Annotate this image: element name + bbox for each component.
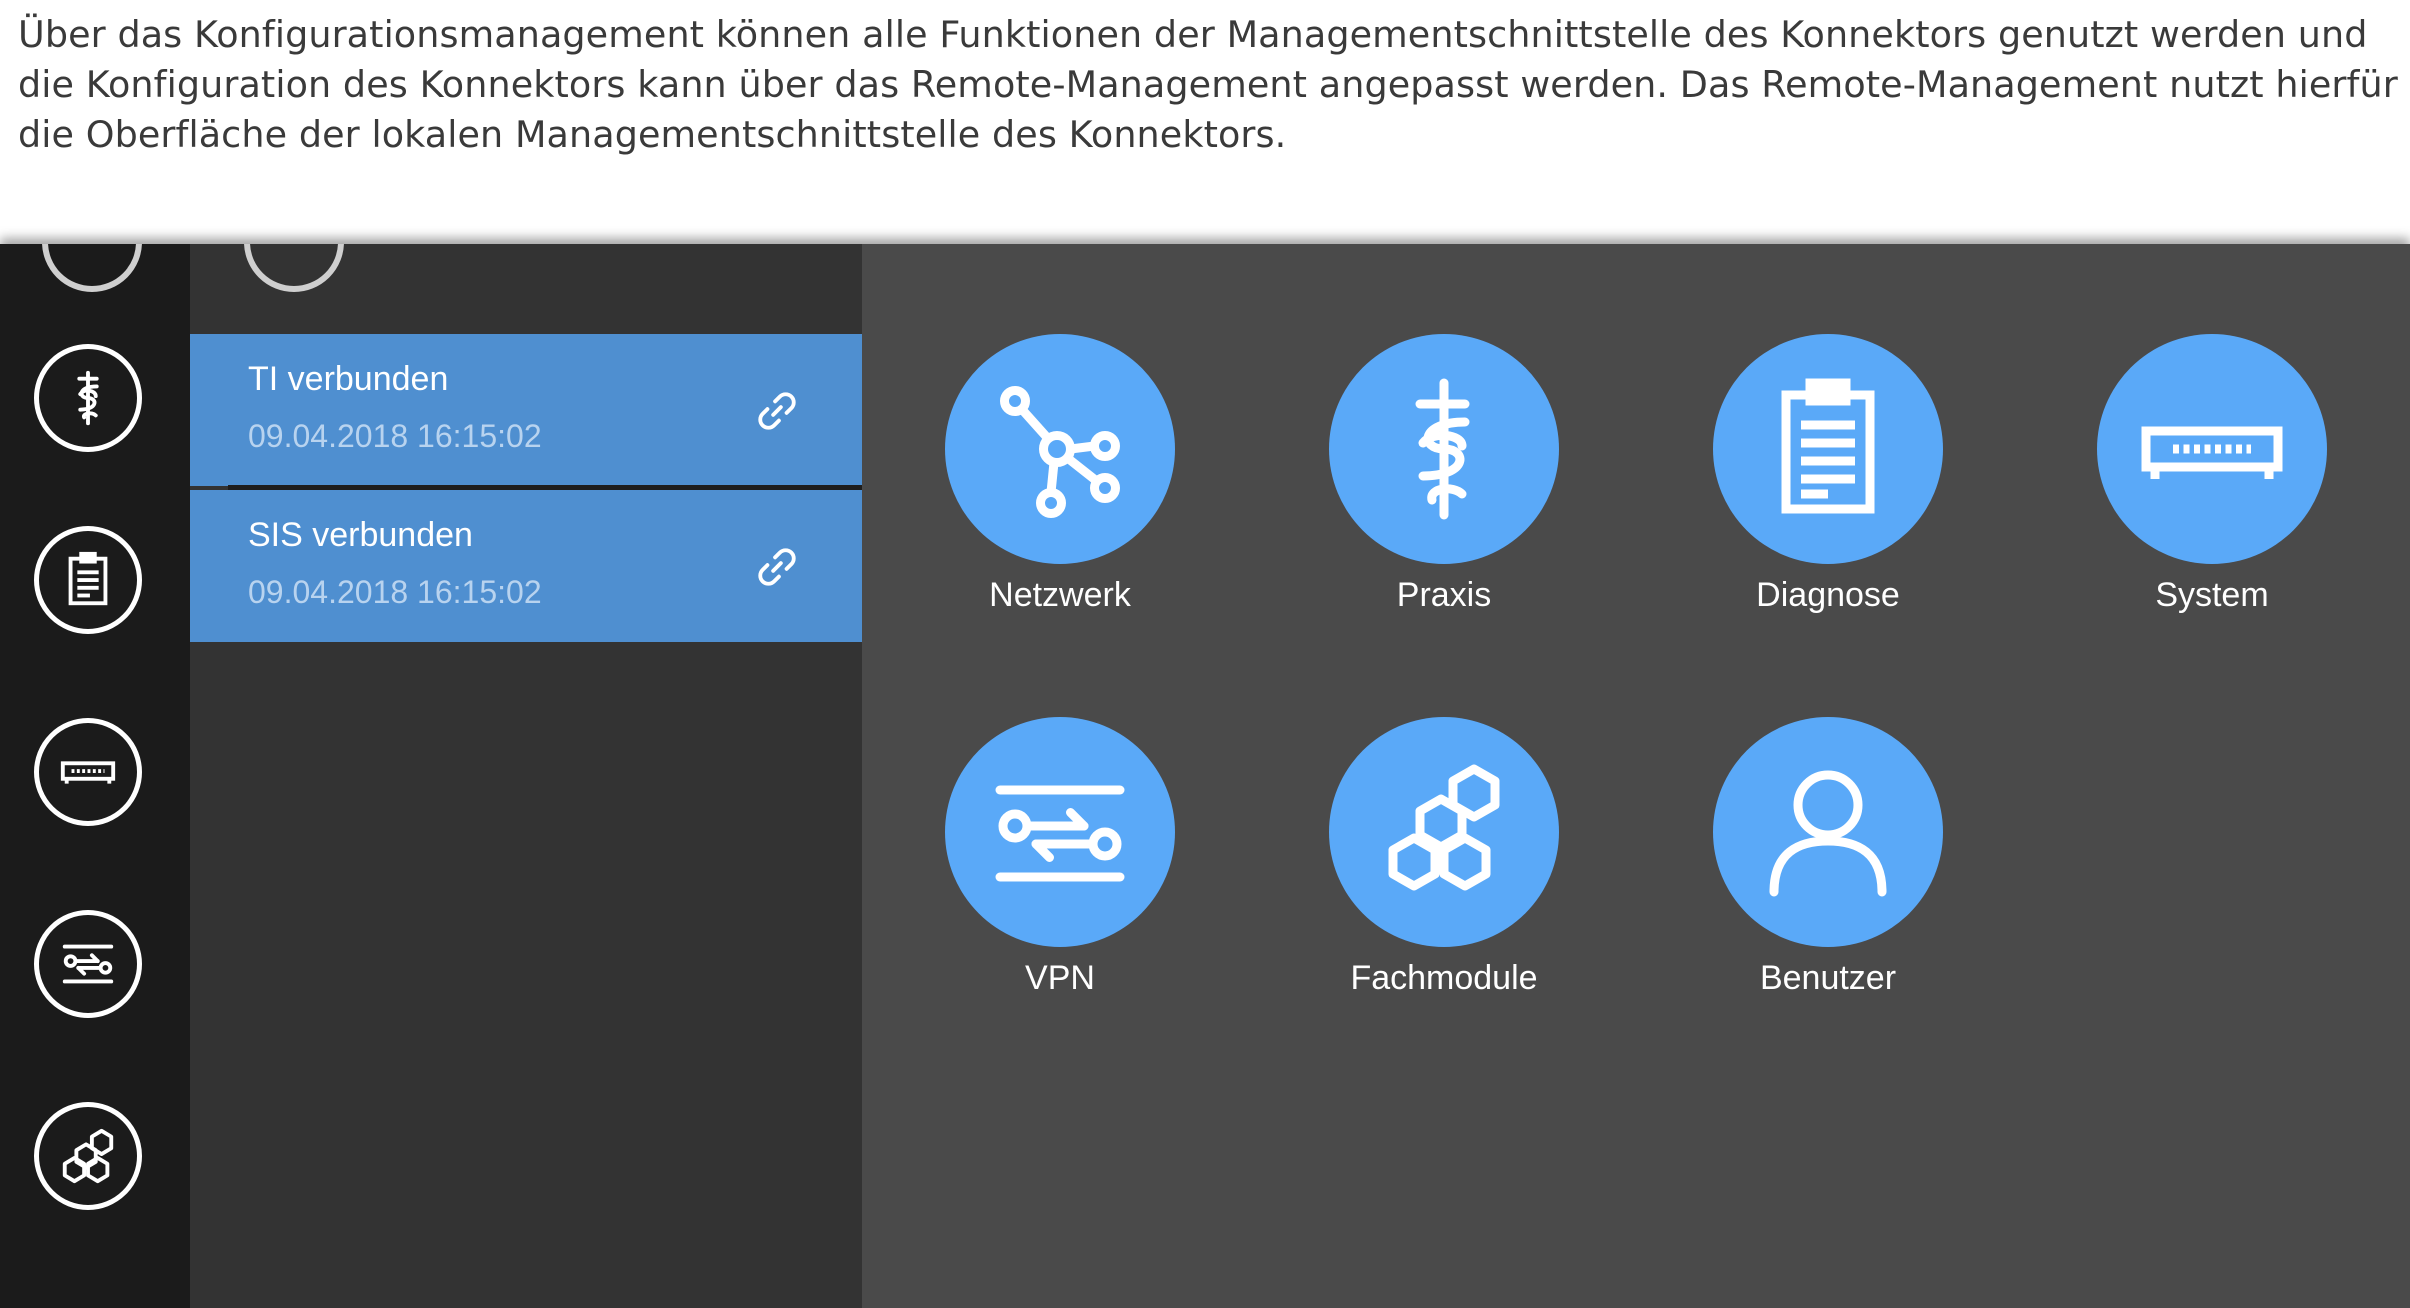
- link-icon[interactable]: [754, 544, 800, 590]
- status-item-sis[interactable]: SIS verbunden 09.04.2018 16:15:02: [190, 490, 862, 642]
- sidebar-item-system[interactable]: [34, 718, 142, 826]
- sidebar-item-fachmodule[interactable]: [34, 1102, 142, 1210]
- status-partial-button[interactable]: [244, 244, 344, 292]
- caduceus-icon: [1415, 378, 1470, 520]
- tile-icon-circle: [1713, 334, 1943, 564]
- intro-line-1: Über das Konfigurationsmanagement können…: [18, 13, 2368, 56]
- switch-device-icon: [60, 761, 116, 784]
- user-icon: [1769, 770, 1887, 897]
- tile-label: Diagnose: [1756, 576, 1900, 614]
- sidebar-partial-button[interactable]: [42, 244, 142, 292]
- tile-icon-circle: [2097, 334, 2327, 564]
- tile-icon-circle: [945, 334, 1175, 564]
- intro-line-2: die Konfiguration des Konnektors kann üb…: [18, 63, 2398, 106]
- intro-paragraph: Über das Konfigurationsmanagement können…: [18, 10, 2398, 160]
- hexagons-icon: [62, 1128, 114, 1184]
- link-icon[interactable]: [754, 388, 800, 434]
- status-item-ti[interactable]: TI verbunden 09.04.2018 16:15:02: [190, 334, 862, 486]
- vpn-sliders-icon: [995, 785, 1125, 882]
- intro-line-3: die Oberfläche der lokalen Managementsch…: [18, 113, 1287, 156]
- tile-icon-circle: [1329, 717, 1559, 947]
- status-title: SIS verbunden: [248, 516, 473, 554]
- caduceus-icon: [77, 370, 99, 426]
- tile-label: System: [2155, 576, 2269, 614]
- status-timestamp: 09.04.2018 16:15:02: [248, 574, 542, 610]
- connector-management-app: TI verbunden 09.04.2018 16:15:02 SIS ver…: [0, 244, 2410, 1308]
- sidebar-item-diagnose[interactable]: [34, 526, 142, 634]
- clipboard-icon: [68, 551, 108, 606]
- status-timestamp: 09.04.2018 16:15:02: [248, 418, 542, 454]
- sidebar-item-praxis[interactable]: [34, 344, 142, 452]
- tile-label: Benutzer: [1759, 959, 1897, 997]
- tile-label: Praxis: [1396, 576, 1492, 614]
- status-panel: TI verbunden 09.04.2018 16:15:02 SIS ver…: [190, 244, 862, 1308]
- clipboard-icon: [1781, 378, 1875, 514]
- module-tile-grid: Netzwerk Praxis: [862, 244, 2410, 1308]
- status-divider: [228, 485, 862, 490]
- tile-icon-circle: [1329, 334, 1559, 564]
- network-icon: [1000, 386, 1120, 518]
- switch-device-icon: [2141, 426, 2283, 479]
- tile-label: Fachmodule: [1350, 959, 1538, 997]
- tile-icon-circle: [945, 717, 1175, 947]
- tile-icon-circle: [1713, 717, 1943, 947]
- tile-label: VPN: [1025, 959, 1095, 997]
- vpn-sliders-icon: [62, 944, 114, 984]
- sidebar-rail: [0, 244, 190, 1308]
- hexagons-icon: [1388, 764, 1500, 891]
- sidebar-item-vpn[interactable]: [34, 910, 142, 1018]
- status-title: TI verbunden: [248, 360, 449, 398]
- tile-label: Netzwerk: [989, 576, 1131, 614]
